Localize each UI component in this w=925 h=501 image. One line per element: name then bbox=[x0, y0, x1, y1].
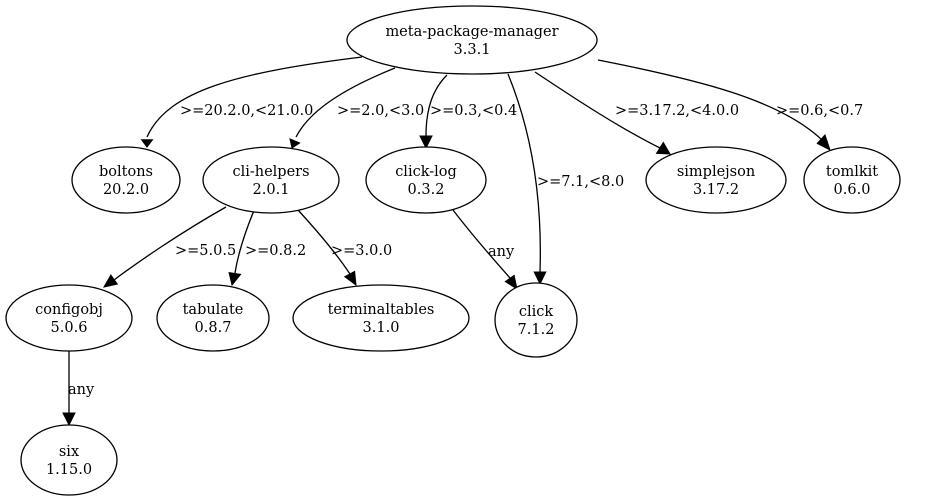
edge-click_log-click: any bbox=[452, 209, 518, 291]
node-version: 0.6.0 bbox=[834, 182, 871, 198]
edge-label: >=0.6,<0.7 bbox=[776, 103, 863, 119]
node-click-log[interactable]: click-log 0.3.2 bbox=[365, 146, 487, 214]
edge-label: >=2.0,<3.0 bbox=[337, 103, 424, 119]
node-version: 3.1.0 bbox=[363, 320, 400, 336]
node-version: 0.8.7 bbox=[195, 320, 232, 336]
edge-label: >=0.8.2 bbox=[245, 243, 306, 259]
node-terminaltables[interactable]: terminaltables 3.1.0 bbox=[292, 284, 470, 352]
edge-label: >=0.3,<0.4 bbox=[430, 103, 517, 119]
edge-configobj-six: any bbox=[62, 350, 95, 427]
node-click[interactable]: click 7.1.2 bbox=[494, 282, 578, 358]
node-version: 7.1.2 bbox=[518, 322, 555, 338]
node-meta-package-manager[interactable]: meta-package-manager 3.3.1 bbox=[346, 5, 598, 75]
node-version: 20.2.0 bbox=[103, 182, 149, 198]
edge-meta-boltons: >=20.2.0,<21.0.0 bbox=[140, 56, 363, 148]
node-name: configobj bbox=[35, 302, 103, 318]
edge-meta-cli_helpers: >=2.0,<3.0 bbox=[289, 67, 424, 149]
node-version: 3.17.2 bbox=[693, 182, 739, 198]
nodes: meta-package-manager 3.3.1 boltons 20.2.… bbox=[5, 5, 901, 496]
node-version: 2.0.1 bbox=[253, 182, 290, 198]
node-version: 3.3.1 bbox=[454, 42, 491, 58]
node-boltons[interactable]: boltons 20.2.0 bbox=[71, 146, 181, 214]
edge-label: any bbox=[488, 244, 515, 260]
node-version: 1.15.0 bbox=[46, 462, 92, 478]
edge-meta-tomlkit: >=0.6,<0.7 bbox=[597, 59, 863, 152]
node-six[interactable]: six 1.15.0 bbox=[20, 424, 118, 496]
edge-label: any bbox=[68, 382, 95, 398]
edge-meta-click_log: >=0.3,<0.4 bbox=[419, 74, 517, 150]
node-version: 0.3.2 bbox=[408, 182, 445, 198]
node-configobj[interactable]: configobj 5.0.6 bbox=[5, 284, 133, 352]
edge-label: >=20.2.0,<21.0.0 bbox=[180, 103, 313, 119]
node-cli-helpers[interactable]: cli-helpers 2.0.1 bbox=[202, 146, 340, 214]
edge-label: >=3.0.0 bbox=[331, 243, 392, 259]
node-name: tabulate bbox=[183, 302, 244, 318]
node-name: boltons bbox=[99, 164, 153, 180]
node-version: 5.0.6 bbox=[51, 320, 88, 336]
edge-meta-simplejson: >=3.17.2,<4.0.0 bbox=[534, 71, 739, 155]
edge-label: >=5.0.5 bbox=[175, 243, 236, 259]
node-name: six bbox=[59, 444, 79, 460]
node-name: click bbox=[519, 304, 554, 320]
node-tomlkit[interactable]: tomlkit 0.6.0 bbox=[803, 146, 901, 214]
node-simplejson[interactable]: simplejson 3.17.2 bbox=[645, 146, 787, 214]
edge-cli_helpers-configobj: >=5.0.5 bbox=[103, 206, 236, 288]
node-name: terminaltables bbox=[328, 302, 435, 318]
edge-label: >=7.1,<8.0 bbox=[537, 174, 624, 190]
edge-meta-click: >=7.1,<8.0 bbox=[507, 73, 624, 286]
edge-cli_helpers-terminaltables: >=3.0.0 bbox=[297, 209, 392, 287]
node-name: simplejson bbox=[677, 164, 755, 180]
edge-label: >=3.17.2,<4.0.0 bbox=[615, 103, 739, 119]
node-name: cli-helpers bbox=[232, 164, 309, 180]
node-tabulate[interactable]: tabulate 0.8.7 bbox=[156, 284, 270, 352]
node-name: click-log bbox=[395, 164, 457, 180]
edge-cli_helpers-tabulate: >=0.8.2 bbox=[228, 207, 306, 287]
node-name: tomlkit bbox=[826, 164, 878, 180]
edges: >=20.2.0,<21.0.0 >=2.0,<3.0 >=0.3,<0.4 >… bbox=[62, 56, 863, 427]
node-name: meta-package-manager bbox=[385, 24, 558, 40]
